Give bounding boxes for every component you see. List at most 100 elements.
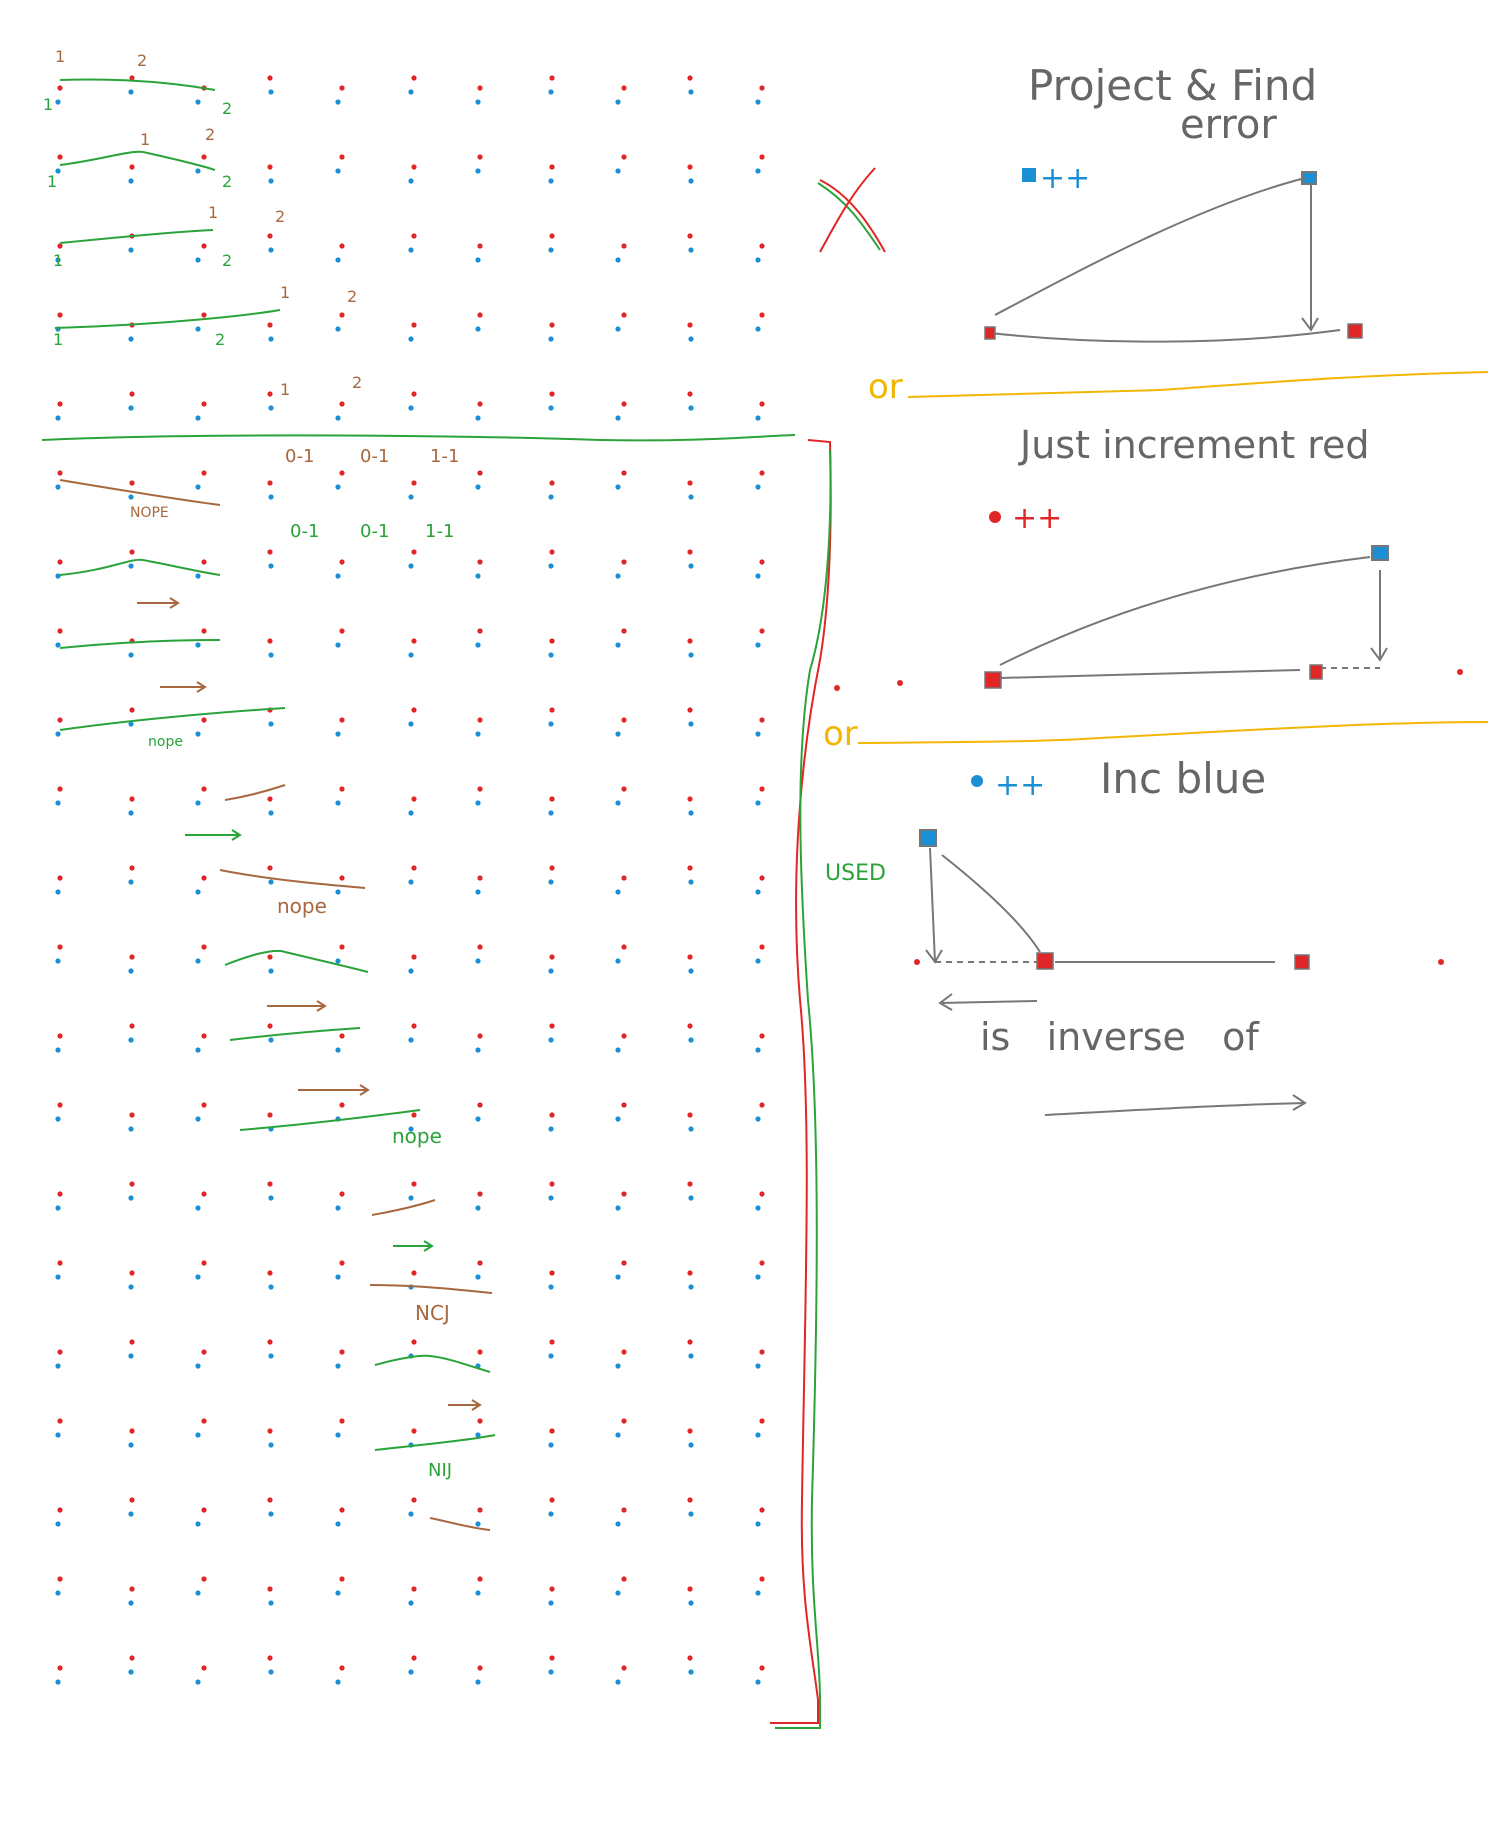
- grid-dot-blue: [475, 1679, 481, 1685]
- green-bracket: [775, 449, 832, 1729]
- grid-dot-blue: [688, 247, 694, 253]
- ncj-label: NCJ: [415, 1301, 450, 1325]
- grid-dot-red: [339, 401, 345, 407]
- grid-dot-red: [411, 1270, 417, 1276]
- grid-dot-blue: [688, 494, 694, 500]
- grid-dot-blue: [615, 1116, 621, 1122]
- grid-dot-blue: [195, 889, 201, 895]
- grid-dot-red: [621, 1260, 627, 1266]
- grid-dot-blue: [548, 89, 554, 95]
- grid-dot-blue: [548, 178, 554, 184]
- grid-dot-red: [201, 1665, 207, 1671]
- grid-dot-red: [621, 1191, 627, 1197]
- grid-dot-blue: [548, 1037, 554, 1043]
- grid-dot-blue: [755, 1274, 761, 1280]
- grid-dot-blue: [475, 1521, 481, 1527]
- grid-dot-blue: [128, 494, 134, 500]
- grid-dot-blue: [755, 1679, 761, 1685]
- right-notes: Project & Find error ++ or Just incremen…: [823, 61, 1488, 1116]
- grid-dot-red: [57, 470, 63, 476]
- grid-dot-red: [687, 638, 693, 644]
- grid-dot-red: [411, 1655, 417, 1661]
- diagram3-red-left: [914, 959, 920, 965]
- top-sketch-lines: [54, 78, 281, 329]
- grid-dot-blue: [195, 731, 201, 737]
- grid-dot-red: [129, 391, 135, 397]
- grid-dot-red: [201, 154, 207, 160]
- grid-dot-blue: [548, 810, 554, 816]
- grid-dot-red: [411, 233, 417, 239]
- grid-dot-blue: [475, 731, 481, 737]
- grid-dot-blue: [195, 642, 201, 648]
- grid-dot-red: [339, 786, 345, 792]
- grid-dot-red: [549, 796, 555, 802]
- row1-label-b: 2: [137, 51, 147, 70]
- row4-label-b: 2: [347, 287, 357, 306]
- grid-dot-red: [129, 1023, 135, 1029]
- grid-dot-blue: [55, 1590, 61, 1596]
- grid-dot-blue: [548, 563, 554, 569]
- grid-dot-red: [411, 1339, 417, 1345]
- grid-dot-blue: [335, 958, 341, 964]
- grid-dot-red: [57, 1418, 63, 1424]
- grid-dot-red: [759, 401, 765, 407]
- grid-dot-red: [57, 1507, 63, 1513]
- grid-dot-blue: [268, 1511, 274, 1517]
- grid-dot-red: [339, 1260, 345, 1266]
- grid-dot-blue: [548, 1442, 554, 1448]
- grid-dot-blue: [268, 1442, 274, 1448]
- grid-dot-red: [129, 1428, 135, 1434]
- grid-dot-blue: [548, 494, 554, 500]
- grid-dot-red: [129, 549, 135, 555]
- grid-dot-blue: [688, 405, 694, 411]
- grid-dot-red: [267, 796, 273, 802]
- grid-dot-red: [57, 559, 63, 565]
- blue-dot-3: [971, 775, 983, 787]
- grid-dot-blue: [128, 1037, 134, 1043]
- grid-dot-blue: [195, 484, 201, 490]
- grid-dot-red: [477, 154, 483, 160]
- grid-dot-blue: [195, 415, 201, 421]
- grid-dot-blue: [475, 484, 481, 490]
- grid-dot-blue: [128, 968, 134, 974]
- grid-dot-blue: [755, 257, 761, 263]
- diagram2-curve: [999, 556, 1371, 666]
- grid-dot-blue: [408, 89, 414, 95]
- grid-dot-red: [201, 1033, 207, 1039]
- grid-dot-red: [759, 1191, 765, 1197]
- grid-dot-red: [129, 865, 135, 871]
- diagram3-blue-start: [919, 829, 937, 847]
- grid-dot-blue: [335, 1274, 341, 1280]
- grid-dot-red: [477, 1102, 483, 1108]
- grid-dot-red: [57, 786, 63, 792]
- row2-label-c: 1: [47, 172, 57, 191]
- grid-dot-red: [57, 1576, 63, 1582]
- left-annotations: 0-1 0-1 1-1 0-1 0-1 1-1 NOPE nope nope n…: [43, 47, 886, 1481]
- grid-dot-blue: [335, 573, 341, 579]
- grid-dot-blue: [268, 879, 274, 885]
- grid-dot-blue: [408, 247, 414, 253]
- grid-dot-red: [687, 549, 693, 555]
- grid-dot-red: [687, 796, 693, 802]
- grid-dot-red: [549, 322, 555, 328]
- grid-dot-red: [339, 85, 345, 91]
- grid-dot-blue: [55, 642, 61, 648]
- grid-dot-red: [477, 401, 483, 407]
- or-label-2: or: [823, 714, 858, 754]
- grid-dot-red: [339, 243, 345, 249]
- diagram1-projection-arrow: [1301, 185, 1319, 332]
- grid-dot-blue: [475, 1274, 481, 1280]
- grid-dot-red: [621, 1507, 627, 1513]
- grid-dot-blue: [755, 1432, 761, 1438]
- grid-dot-blue: [615, 1047, 621, 1053]
- grid-dot-red: [549, 1023, 555, 1029]
- grid-dot-blue: [55, 731, 61, 737]
- grid-dot-red: [549, 1586, 555, 1592]
- grid-dot-red: [687, 954, 693, 960]
- grid-dot-blue: [688, 178, 694, 184]
- grid-dot-blue: [195, 1116, 201, 1122]
- grid-dot-red: [339, 628, 345, 634]
- grid-dot-red: [687, 1181, 693, 1187]
- grid-dot-blue: [475, 99, 481, 105]
- grid-dot-blue: [548, 721, 554, 727]
